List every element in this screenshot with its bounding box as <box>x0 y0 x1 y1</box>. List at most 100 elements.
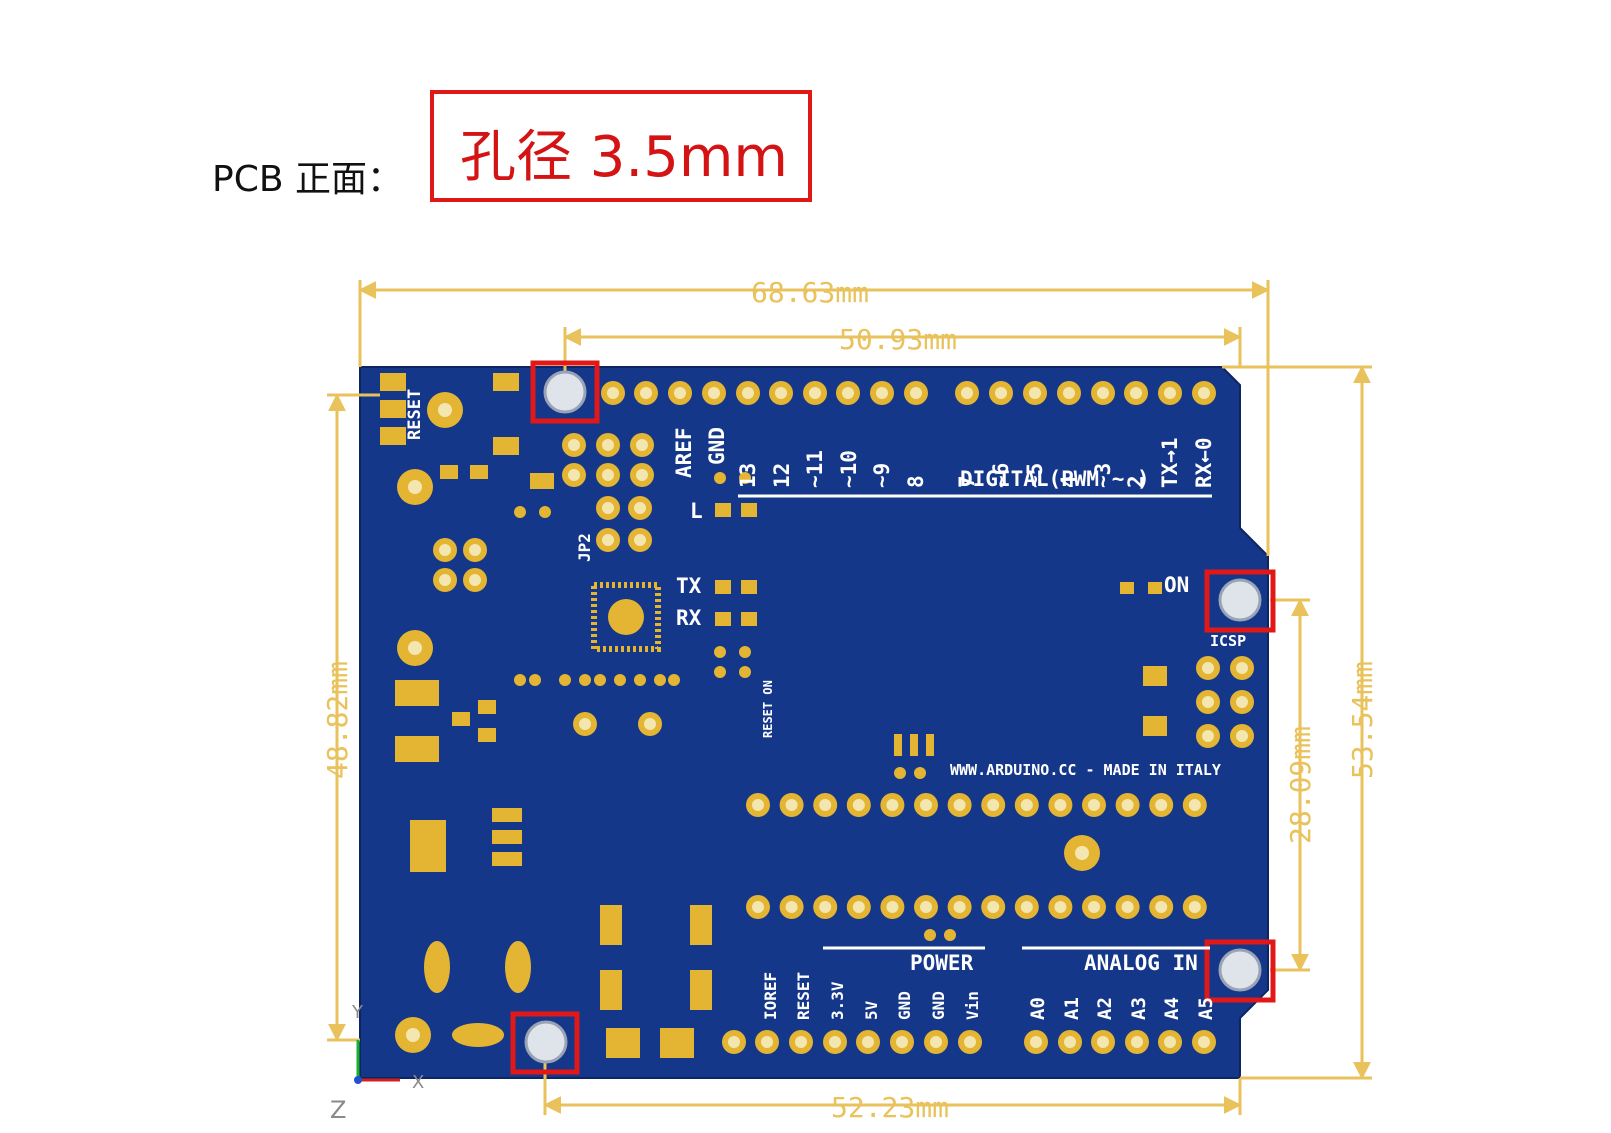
axis-triad: Y X Z <box>330 1002 424 1124</box>
via-pad <box>714 666 726 678</box>
mcu-center-pad <box>608 599 644 635</box>
oval-pad <box>452 1023 504 1047</box>
header-pad-drill <box>1029 387 1041 399</box>
dim-right-height: 53.54mm <box>1346 661 1379 779</box>
crystal-pad <box>424 941 450 993</box>
label-aref: AREF <box>672 427 696 478</box>
dim-hole-span: 28.09mm <box>1284 726 1317 844</box>
digital-pin-label: ~3 <box>1091 463 1115 488</box>
header-pad-drill <box>1020 799 1033 811</box>
via-pad <box>714 646 726 658</box>
header-pad-drill <box>1121 901 1134 913</box>
header-pad-drill <box>819 901 832 913</box>
via-pad <box>654 674 666 686</box>
jumper-pad-drill <box>636 439 648 451</box>
analog-pin-label: A2 <box>1094 997 1116 1020</box>
header-pad-drill <box>1088 799 1100 811</box>
power-pin-label: GND <box>895 991 914 1020</box>
icsp-pad-drill <box>1202 662 1214 674</box>
dimension-lines <box>327 280 1372 1115</box>
via-pad <box>894 767 906 779</box>
header-pad-drill <box>961 387 973 399</box>
header-pad-drill <box>1054 799 1067 811</box>
header-pad-drill <box>1097 387 1109 399</box>
via-pad <box>714 472 726 484</box>
header-pad-drill <box>852 901 865 913</box>
hole-diameter-text: 孔径 3.5mm <box>460 125 788 190</box>
round-pad-center <box>408 480 422 494</box>
header-pad-drill <box>1030 1036 1042 1048</box>
axis-x-label: X <box>412 1072 424 1093</box>
jp2-pad-drill <box>634 502 646 514</box>
smd-pad <box>715 580 731 594</box>
smd-pad <box>492 830 522 844</box>
header-pad-drill <box>775 387 787 399</box>
dim-top-width: 68.63mm <box>751 276 869 309</box>
analog-pin-label: A5 <box>1195 997 1217 1020</box>
icsp-pad-drill <box>1236 696 1248 708</box>
label-analog: ANALOG IN <box>1084 951 1198 975</box>
digital-pin-label: TX→1 <box>1158 437 1182 488</box>
header-pad-drill <box>876 387 888 399</box>
power-pin-label: Vin <box>963 991 982 1020</box>
smd-pad <box>395 736 439 762</box>
smd-pad <box>600 970 622 1010</box>
pcb-pads <box>380 373 1254 1058</box>
header-pad-drill <box>819 799 832 811</box>
icsp-pad-drill <box>1236 662 1248 674</box>
hole-diameter-callout: 孔径 3.5mm <box>430 90 812 202</box>
header-pad-drill <box>795 1036 807 1048</box>
smd-pad <box>606 1028 640 1058</box>
header-pad-drill <box>896 1036 908 1048</box>
digital-pin-label: 2 <box>1124 475 1148 488</box>
header-pad-drill <box>1130 387 1142 399</box>
round-pad-center <box>1075 846 1089 860</box>
header-pad-drill <box>852 799 865 811</box>
header-pad-drill <box>1131 1036 1143 1048</box>
jumper-pad-drill <box>568 469 580 481</box>
header-pad-drill <box>1155 799 1168 811</box>
label-icsp: ICSP <box>1210 632 1246 650</box>
smd-pad <box>478 700 496 714</box>
icsp-pad-drill <box>1236 730 1248 742</box>
header-pad-drill <box>1198 1036 1210 1048</box>
smd-pad <box>492 852 522 866</box>
header-pad-drill <box>607 387 619 399</box>
smd-pad <box>380 400 406 418</box>
icsp-pad-drill <box>1202 696 1214 708</box>
dim-bottom-span: 52.23mm <box>831 1091 949 1124</box>
smd-pad <box>1120 582 1134 594</box>
page-heading: PCB 正面： <box>212 159 403 200</box>
analog-pin-label: A0 <box>1027 997 1049 1020</box>
dim-header-span: 50.93mm <box>839 323 957 356</box>
header-pad-drill <box>1064 1036 1076 1048</box>
header-pad-drill <box>785 799 798 811</box>
digital-pin-label: 4 <box>1057 475 1081 488</box>
digital-pin-label: ~5 <box>1023 463 1047 488</box>
header-pad-drill <box>1188 901 1201 913</box>
smd-pad <box>741 503 757 517</box>
via-pad <box>514 674 526 686</box>
smd-pad <box>660 1028 694 1058</box>
label-l: L <box>690 499 703 523</box>
power-pin-label: 3.3V <box>828 981 847 1020</box>
via-pad <box>739 666 751 678</box>
digital-pin-label: ~10 <box>837 450 861 488</box>
smd-pad <box>910 734 918 756</box>
header-pad-drill <box>964 1036 976 1048</box>
header-pad-drill <box>920 901 932 913</box>
header-pad-drill <box>708 387 720 399</box>
smd-pad <box>440 465 458 479</box>
via-pad <box>614 674 626 686</box>
smd-pad <box>690 970 712 1010</box>
header-pad-drill <box>752 799 764 811</box>
header-pad-drill <box>1020 901 1033 913</box>
header-pad-drill <box>1155 901 1168 913</box>
silk-lines <box>738 494 1212 950</box>
digital-pin-label: 8 <box>904 475 928 488</box>
jumper-pad-drill <box>636 469 648 481</box>
label-reset-on: RESET ON <box>761 680 775 738</box>
header-pad-drill <box>953 901 966 913</box>
smd-pad <box>1143 716 1167 736</box>
thru-pad-drill <box>469 574 481 586</box>
